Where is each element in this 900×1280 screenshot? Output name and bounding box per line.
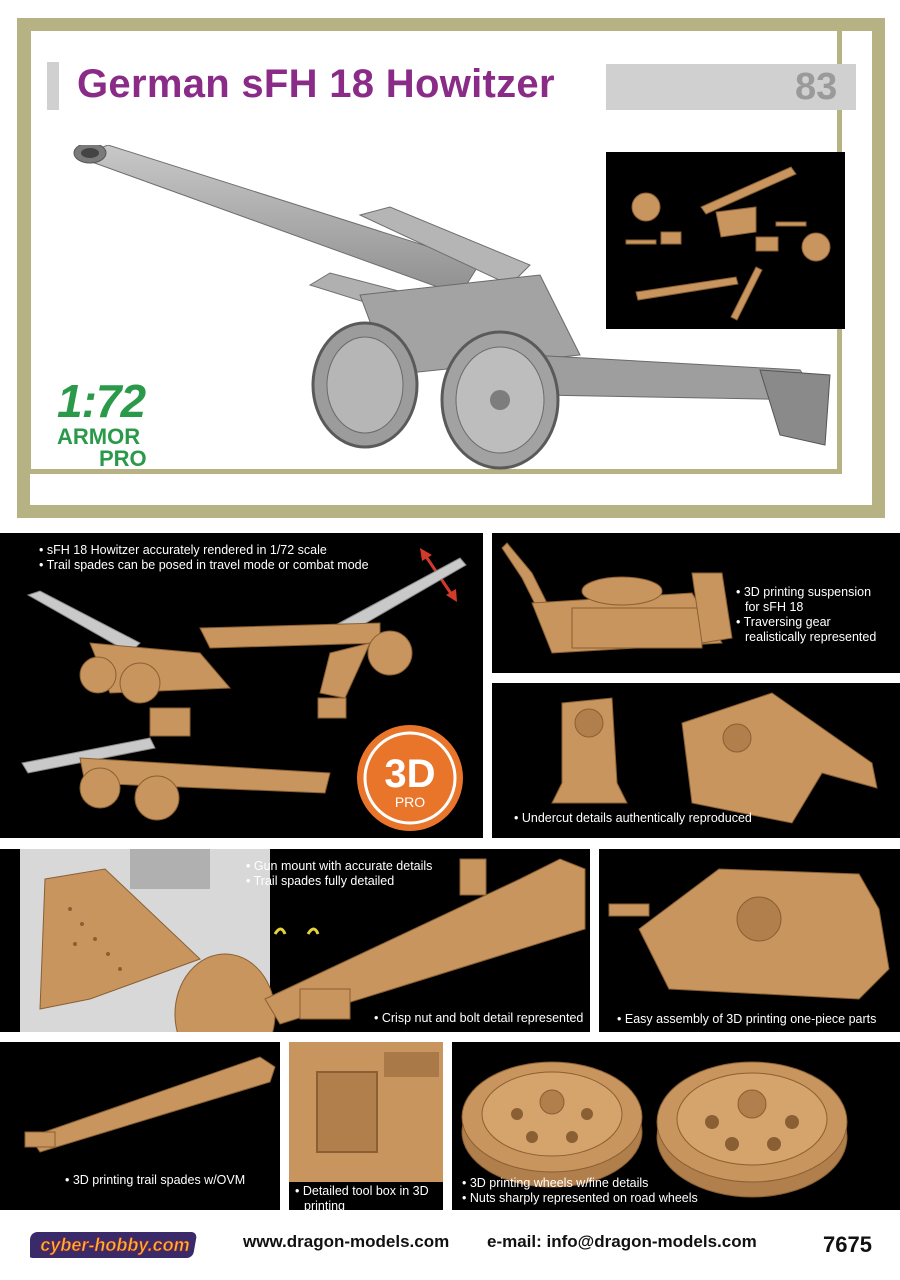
product-code: 7675 [823,1232,872,1257]
panel-gun-mount: • Gun mount with accurate details • Trai… [0,849,590,1032]
website-link[interactable]: www.dragon-models.com [243,1232,450,1251]
scale-label: 1:72 [57,375,146,427]
caption-line: Gun mount with accurate details [253,859,433,873]
one-piece-part-image [608,868,890,1000]
caption-line: Detailed tool box in 3D [302,1184,429,1198]
caption-line: Undercut details authentically reproduce… [521,811,752,825]
caption-line: Trail spades fully detailed [253,874,395,888]
page-title: German sFH 18 Howitzer [77,62,555,106]
panel-wheels: • 3D printing wheels w/fine details • Nu… [452,1042,900,1210]
cyber-hobby-logo: cyber-hobby.com [30,1232,197,1258]
caption-line: 3D printing wheels w/fine details [469,1176,649,1190]
caption-block: • 3D printing trail spades w/OVM [65,1173,246,1187]
email-link[interactable]: e-mail: info@dragon-models.com [487,1232,757,1251]
logo-line-armor: ARMOR [57,424,141,449]
parts-layout-inset [606,152,845,329]
caption-block: • Crisp nut and bolt detail represented [374,1011,584,1025]
caption-line: sFH 18 Howitzer accurately rendered in 1… [46,543,327,557]
caption-line: printing [304,1199,345,1210]
3d-pro-badge: 3D PRO [357,725,463,831]
title-accent-left [47,62,59,110]
caption-line: Crisp nut and bolt detail represented [381,1011,584,1025]
panel-trail-spades: • 3D printing trail spades w/OVM [0,1042,280,1210]
logo-line-pro: PRO [99,446,147,471]
panel-scale-render: • sFH 18 Howitzer accurately rendered in… [0,533,483,838]
caption-line: Easy assembly of 3D printing one-piece p… [624,1012,877,1026]
wheels-image [461,1061,848,1198]
badge-sub-text: PRO [395,794,425,810]
panel-undercut: • Undercut details authentically reprodu… [492,683,900,838]
issue-number: 83 [795,66,838,108]
armor-pro-logo: 1:72 ARMOR PRO [57,378,152,470]
badge-main-text: 3D [384,752,435,796]
brand-name: cyber-hobby.com [40,1235,189,1255]
caption-line: Nuts sharply represented on road wheels [469,1191,698,1205]
caption-line: for sFH 18 [745,600,804,614]
caption-block: • 3D printing suspension for sFH 18 • Tr… [736,585,877,644]
panel-tool-box: • Detailed tool box in 3D printing [289,1042,443,1210]
panel-one-piece: • Easy assembly of 3D printing one-piece… [599,849,900,1032]
caption-line: realistically represented [745,630,877,644]
howitzer-render [73,145,831,470]
caption-block: • sFH 18 Howitzer accurately rendered in… [39,543,369,572]
caption-line: 3D printing suspension [743,585,872,599]
suspension-image [501,542,733,654]
tool-box-image [289,1042,443,1182]
undercut-image [551,692,878,824]
caption-line: 3D printing trail spades w/OVM [72,1173,246,1187]
caption-block: • Gun mount with accurate details • Trai… [246,859,433,888]
howitzer-views-image [21,548,467,821]
gun-mount-image [20,849,586,1032]
trail-spade-image [24,1056,276,1153]
caption-block: • Detailed tool box in 3D printing [295,1184,429,1210]
caption-line: Trail spades can be posed in travel mode… [46,558,369,572]
panel-suspension: • 3D printing suspension for sFH 18 • Tr… [492,533,900,673]
caption-line: Traversing gear [743,615,831,629]
caption-block: • Undercut details authentically reprodu… [514,811,752,825]
caption-block: • 3D printing wheels w/fine details • Nu… [462,1176,698,1205]
title-accent-right [606,64,856,110]
caption-block: • Easy assembly of 3D printing one-piece… [617,1012,877,1026]
